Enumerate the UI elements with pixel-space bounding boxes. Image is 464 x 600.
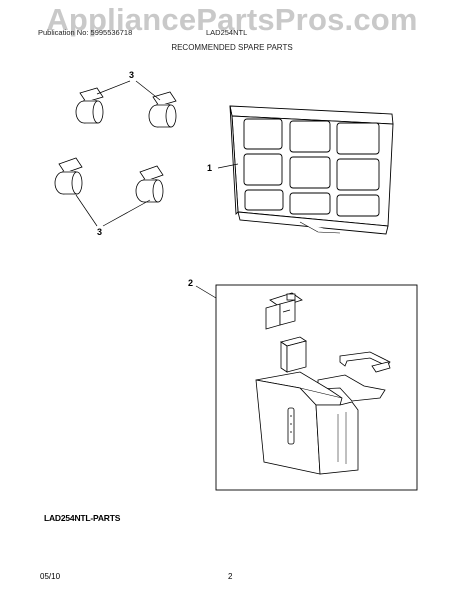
page-title: RECOMMENDED SPARE PARTS xyxy=(171,43,293,52)
caster-bottom-right xyxy=(135,165,164,203)
callout-water-bucket: 2 xyxy=(188,278,194,288)
caster-top-left xyxy=(75,87,104,124)
caster-bottom-left xyxy=(54,157,83,195)
callout-caster-top: 3 xyxy=(129,70,135,80)
filter-leader-line xyxy=(217,163,239,169)
water-bucket xyxy=(255,371,359,475)
callout-filter: 1 xyxy=(207,163,213,173)
callout-caster-bottom: 3 xyxy=(97,227,103,237)
float-switch xyxy=(265,292,303,330)
bucket-handle xyxy=(339,351,391,373)
caster-top-right xyxy=(148,91,177,128)
model-number: LAD254NTL xyxy=(206,28,248,37)
footer-date: 05/10 xyxy=(40,572,61,581)
footer-page-number: 2 xyxy=(228,572,233,581)
air-filter xyxy=(229,105,394,235)
watermark-text: AppliancePartsPros.com xyxy=(46,2,418,37)
bucket-leader-line xyxy=(195,285,217,299)
bucket-frame xyxy=(215,284,418,491)
float-block xyxy=(280,336,307,373)
diagram-label: LAD254NTL-PARTS xyxy=(44,513,121,523)
caster-leader-lines xyxy=(75,80,161,227)
publication-number: Publication No: 5995536718 xyxy=(38,28,133,37)
